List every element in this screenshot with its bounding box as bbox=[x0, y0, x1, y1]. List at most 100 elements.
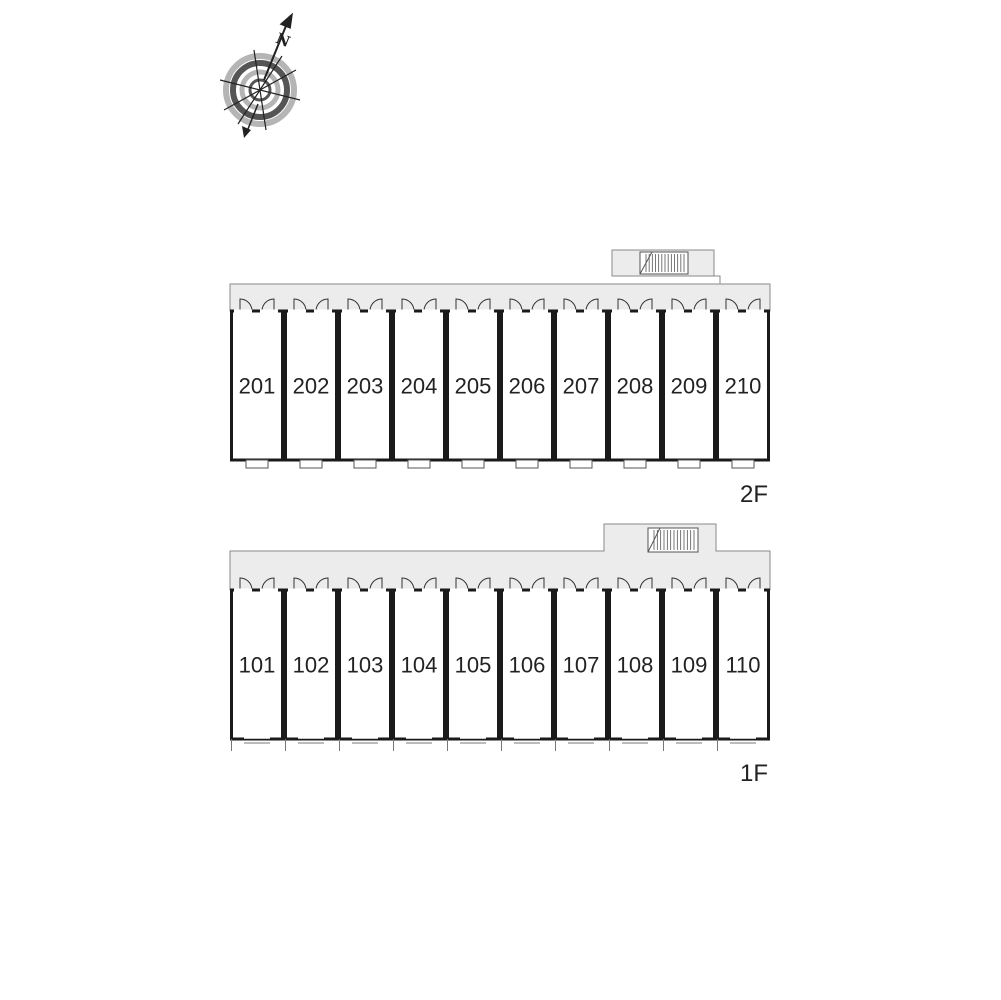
unit-room bbox=[554, 309, 608, 462]
unit-room bbox=[446, 588, 500, 741]
door-swing bbox=[261, 298, 275, 312]
stair-edge bbox=[639, 251, 653, 275]
unit-number: 203 bbox=[347, 374, 384, 399]
door-swing bbox=[293, 577, 307, 591]
balcony bbox=[731, 459, 755, 469]
unit-102: 102 bbox=[284, 577, 338, 751]
door-swing bbox=[455, 298, 469, 312]
door-swing bbox=[671, 577, 685, 591]
unit-number: 108 bbox=[617, 653, 654, 678]
unit-204: 204 bbox=[392, 298, 446, 469]
balcony bbox=[623, 459, 647, 469]
door-swing bbox=[725, 577, 739, 591]
unit-number: 204 bbox=[401, 374, 438, 399]
unit-number: 105 bbox=[455, 653, 492, 678]
door-swing bbox=[639, 577, 653, 591]
door-swing bbox=[455, 577, 469, 591]
corridor bbox=[229, 249, 771, 312]
unit-number: 110 bbox=[725, 653, 760, 678]
unit-room bbox=[338, 588, 392, 741]
unit-room bbox=[230, 588, 284, 741]
door-swing bbox=[693, 577, 707, 591]
compass-north-label: N bbox=[273, 29, 293, 51]
door-swing bbox=[693, 298, 707, 312]
balcony bbox=[353, 459, 377, 469]
unit-room bbox=[662, 309, 716, 462]
unit-101: 101 bbox=[230, 577, 284, 751]
door-swing bbox=[585, 298, 599, 312]
door-swing bbox=[747, 298, 761, 312]
door-swing bbox=[563, 577, 577, 591]
door-swing bbox=[369, 298, 383, 312]
unit-number: 201 bbox=[239, 374, 276, 399]
door-swing bbox=[347, 577, 361, 591]
unit-room bbox=[284, 309, 338, 462]
door-swing bbox=[315, 298, 329, 312]
unit-number: 107 bbox=[563, 653, 600, 678]
door-swing bbox=[509, 577, 523, 591]
unit-203: 203 bbox=[338, 298, 392, 469]
unit-107: 107 bbox=[554, 577, 608, 751]
unit-number: 106 bbox=[509, 653, 546, 678]
stair-edge bbox=[647, 527, 661, 553]
unit-number: 209 bbox=[671, 374, 708, 399]
door-swing bbox=[531, 298, 545, 312]
unit-201: 201 bbox=[230, 298, 284, 469]
balcony bbox=[569, 459, 593, 469]
unit-room bbox=[392, 309, 446, 462]
door-swing bbox=[509, 298, 523, 312]
unit-room bbox=[284, 588, 338, 741]
unit-104: 104 bbox=[392, 577, 446, 751]
compass-rose-icon: N bbox=[219, 12, 301, 138]
balcony bbox=[461, 459, 485, 469]
unit-number: 206 bbox=[509, 374, 546, 399]
balcony bbox=[677, 459, 701, 469]
balcony bbox=[407, 459, 431, 469]
staircase bbox=[639, 251, 689, 275]
door-swing bbox=[563, 298, 577, 312]
unit-room bbox=[500, 309, 554, 462]
unit-108: 108 bbox=[608, 577, 662, 751]
unit-room bbox=[554, 588, 608, 741]
unit-209: 209 bbox=[662, 298, 716, 469]
unit-number: 202 bbox=[293, 374, 330, 399]
unit-number: 109 bbox=[671, 653, 708, 678]
door-swing bbox=[261, 577, 275, 591]
unit-103: 103 bbox=[338, 577, 392, 751]
unit-room bbox=[716, 588, 770, 741]
unit-number: 207 bbox=[563, 374, 600, 399]
door-swing bbox=[477, 298, 491, 312]
door-swing bbox=[369, 577, 383, 591]
door-swing bbox=[401, 298, 415, 312]
door-swing bbox=[477, 577, 491, 591]
balcony bbox=[515, 459, 539, 469]
door-swing bbox=[239, 298, 253, 312]
door-swing bbox=[423, 298, 437, 312]
unit-number: 101 bbox=[239, 653, 276, 678]
unit-room bbox=[608, 309, 662, 462]
unit-room bbox=[662, 588, 716, 741]
door-swing bbox=[725, 298, 739, 312]
unit-room bbox=[446, 309, 500, 462]
door-swing bbox=[639, 298, 653, 312]
door-swing bbox=[531, 577, 545, 591]
door-swing bbox=[239, 577, 253, 591]
unit-210: 210 bbox=[716, 298, 770, 469]
floor-label: 2F bbox=[740, 481, 768, 508]
door-swing bbox=[423, 577, 437, 591]
balcony bbox=[245, 459, 269, 469]
unit-number: 210 bbox=[725, 374, 762, 399]
unit-105: 105 bbox=[446, 577, 500, 751]
stair-flight bbox=[647, 527, 699, 553]
unit-109: 109 bbox=[662, 577, 716, 751]
unit-number: 208 bbox=[617, 374, 654, 399]
unit-number: 104 bbox=[401, 653, 438, 678]
unit-106: 106 bbox=[500, 577, 554, 751]
unit-room bbox=[338, 309, 392, 462]
unit-room bbox=[230, 309, 284, 462]
door-swing bbox=[401, 577, 415, 591]
unit-room bbox=[392, 588, 446, 741]
unit-207: 207 bbox=[554, 298, 608, 469]
